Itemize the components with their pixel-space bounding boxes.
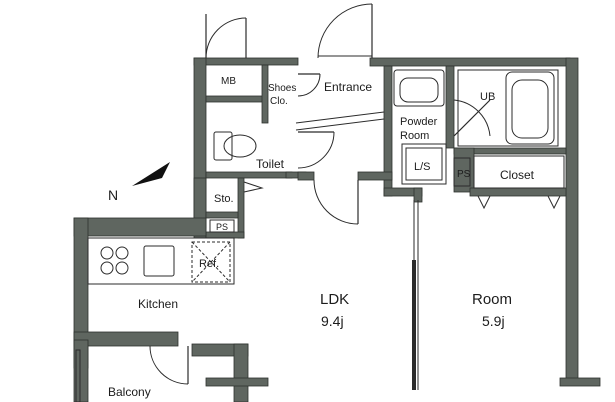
wall-ps-left-bottom <box>205 231 245 239</box>
compass: N <box>108 162 170 203</box>
kitchen-label: Kitchen <box>138 297 178 311</box>
wall-closet-bottom <box>469 187 567 197</box>
wall-top-west <box>193 57 299 66</box>
walls <box>73 57 601 402</box>
burner-1 <box>100 246 114 260</box>
powder-label-line1: Powder <box>400 116 438 128</box>
entrance-step-1 <box>295 111 385 124</box>
laundry-inner <box>405 147 443 181</box>
wall-entrance-bottom-b <box>357 171 393 181</box>
balcony-label: Balcony <box>108 385 151 399</box>
ldk-label: LDK <box>320 291 349 308</box>
ref-label: Ref. <box>199 258 219 270</box>
toilet-tank <box>213 131 233 161</box>
shoes-label-line2: Clo. <box>270 96 288 107</box>
wall-storage-right <box>237 177 245 239</box>
toilet-bowl <box>223 134 257 158</box>
ls-label: L/S <box>414 161 431 173</box>
room-partition-panel <box>412 260 416 390</box>
wall-kitchen-bottom <box>73 331 179 347</box>
wall-top-east <box>369 57 571 67</box>
burner-2 <box>115 246 129 260</box>
wall-east <box>565 57 579 386</box>
ps-right-label: PS <box>457 169 471 180</box>
wall-east-bottom <box>559 377 601 387</box>
balcony-rail <box>75 349 81 402</box>
ub-label: UB <box>480 91 495 103</box>
toilet-door-arc <box>297 131 335 169</box>
wall-bottom-low <box>205 377 269 387</box>
ub-door-leaf <box>453 99 491 137</box>
storage-door <box>243 181 264 193</box>
closet-fold-2 <box>547 195 561 210</box>
room-label: Room <box>472 291 512 308</box>
wall-balcony-west <box>73 339 89 402</box>
fixtures <box>87 69 565 285</box>
ps-right-box <box>453 157 471 187</box>
room-size-label: 5.9j <box>482 313 505 329</box>
ub-outline <box>457 69 559 147</box>
wall-ub-west <box>445 65 455 149</box>
powder-sink <box>399 77 439 103</box>
mb-door-arc <box>205 17 247 59</box>
wall-room-divider-top <box>413 187 423 203</box>
closet-box <box>473 155 565 189</box>
balcony-door-arc <box>149 345 189 385</box>
north-arrow-icon <box>132 162 170 186</box>
north-label: N <box>108 187 118 203</box>
entrance-step-2 <box>295 118 385 131</box>
room-labels: MB Shoes Clo. Entrance Powder Room UB To… <box>108 76 535 399</box>
wall-kitchen-top <box>73 217 207 237</box>
entrance-label: Entrance <box>324 80 372 94</box>
burner-3 <box>100 261 114 275</box>
kitchen-counter <box>87 237 235 285</box>
ps-left-box <box>209 219 235 233</box>
mb-label: MB <box>221 76 236 87</box>
burner-4 <box>115 261 129 275</box>
storage-label: Sto. <box>214 193 234 205</box>
doors <box>149 3 561 385</box>
wall-entrance-bottom-a <box>297 171 315 181</box>
shoes-label-line1: Shoes <box>268 83 296 94</box>
wall-storage-bottom <box>205 211 239 219</box>
shoes-door-arc <box>297 73 321 97</box>
toilet-label: Toilet <box>256 157 285 171</box>
ldk-door-arc <box>313 179 359 225</box>
bathtub <box>505 71 555 145</box>
bathtub-inner <box>511 79 549 139</box>
wall-toilet-bottom <box>205 171 293 179</box>
fridge-cross-2 <box>191 241 231 283</box>
closet-fold-1 <box>477 195 491 210</box>
wall-mb-bottom <box>205 95 264 103</box>
ldk-size-label: 9.4j <box>321 313 344 329</box>
refrigerator <box>191 241 231 283</box>
powder-label-line2: Room <box>400 130 429 142</box>
closet-label: Closet <box>500 168 535 182</box>
wall-shoes-left <box>261 64 269 124</box>
laundry-space <box>401 143 447 185</box>
powder-vanity <box>393 69 445 107</box>
kitchen-sink <box>143 245 175 277</box>
ps-left-label: PS <box>216 222 228 232</box>
wall-bottom-stub <box>233 343 249 402</box>
entrance-door-arc <box>317 3 373 59</box>
